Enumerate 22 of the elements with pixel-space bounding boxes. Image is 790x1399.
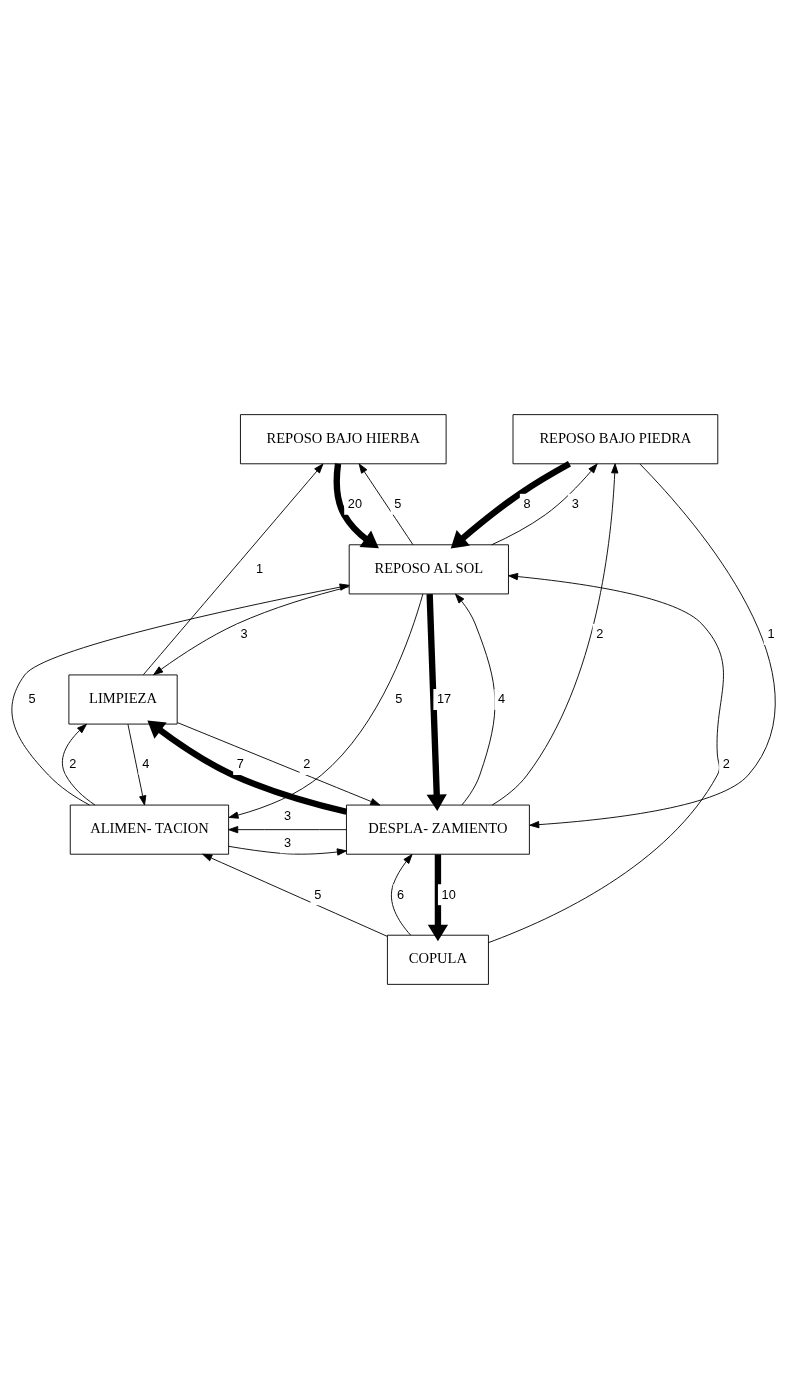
edge-label: 1 (255, 561, 263, 577)
edge-label: 3 (283, 808, 291, 824)
edge-label: 2 (596, 626, 604, 642)
edge-label: 7 (236, 756, 244, 772)
edge-label: 17 (437, 691, 452, 707)
edge-label: 5 (395, 691, 403, 707)
edge-label: 8 (523, 496, 531, 512)
edge-label: 2 (69, 756, 77, 772)
edge-label: 5 (394, 496, 402, 512)
edge-label: 2 (722, 756, 730, 772)
edge-label: 6 (396, 886, 405, 902)
edge-label: 3 (283, 834, 291, 850)
edge-label: 10 (441, 886, 456, 902)
edge-label: 5 (28, 691, 36, 707)
edge-label: 4 (498, 691, 506, 707)
edge-label: 4 (142, 756, 150, 772)
edge-label: 3 (571, 496, 579, 512)
edge-label: 20 (347, 496, 362, 512)
edge-label: 2 (303, 756, 311, 772)
edge-label: 1 (767, 626, 775, 642)
edge-label: 3 (240, 626, 248, 642)
edge-label: 5 (314, 886, 322, 902)
